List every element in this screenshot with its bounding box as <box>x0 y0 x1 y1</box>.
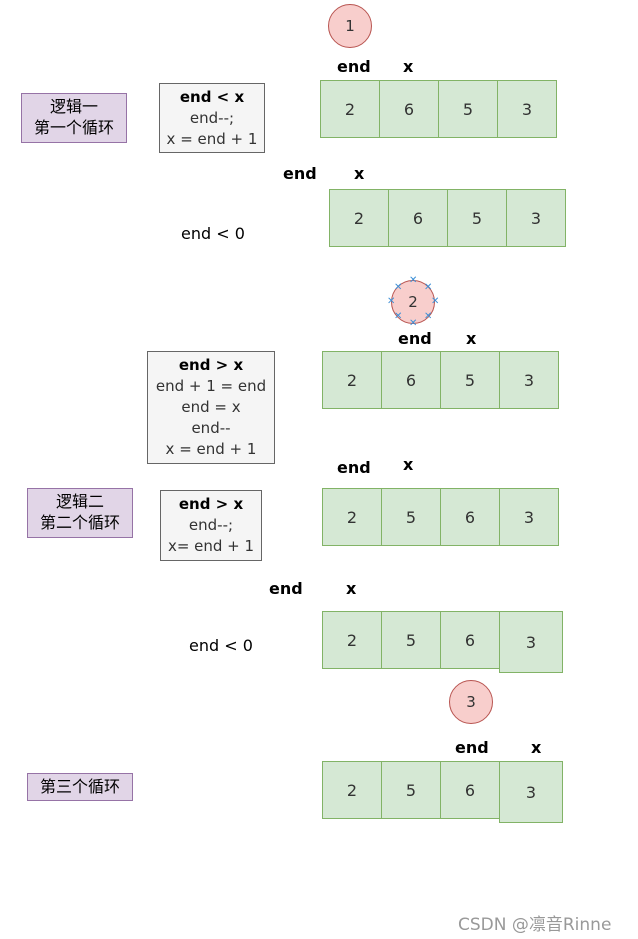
array-row: 2 6 5 3 <box>322 351 559 409</box>
array-row: 2 6 5 3 <box>320 80 557 138</box>
logic-label-line: 第二个循环 <box>39 513 120 532</box>
x-pointer-label: x <box>531 738 542 757</box>
step-3-circle: 3 <box>449 680 493 724</box>
selection-handle-icon: ✕ <box>409 275 418 286</box>
end-pointer-label: end <box>337 57 371 76</box>
selection-handle-icon: ✕ <box>387 296 396 307</box>
array-row: 2 5 6 3 <box>322 611 563 673</box>
condition-line: end-- <box>191 419 231 437</box>
logic-one-label: 逻辑一 第一个循环 <box>21 93 127 143</box>
condition-line: end + 1 = end <box>155 377 267 395</box>
condition-line: end--; <box>188 516 234 534</box>
x-pointer-label: x <box>354 164 365 183</box>
array-cell: 5 <box>440 351 500 409</box>
array-cell: 6 <box>381 351 441 409</box>
step-1-circle: 1 <box>328 4 372 48</box>
array-row: 2 6 5 3 <box>329 189 566 247</box>
end-pointer-label: end <box>269 579 303 598</box>
selection-handle-icon: ✕ <box>394 282 403 293</box>
array-cell: 5 <box>381 488 441 546</box>
logic-label-line: 逻辑二 <box>55 492 104 512</box>
logic-label-line: 第一个循环 <box>33 118 114 137</box>
array-cell: 5 <box>438 80 498 138</box>
array-cell: 2 <box>322 761 382 819</box>
array-cell: 5 <box>381 761 441 819</box>
step-2-number: 2 <box>408 293 418 311</box>
array-cell: 6 <box>440 488 500 546</box>
selection-handle-icon: ✕ <box>424 282 433 293</box>
selection-handle-icon: ✕ <box>394 311 403 322</box>
logic-two-label: 逻辑二 第二个循环 <box>27 488 133 538</box>
array-cell: 6 <box>388 189 448 247</box>
logic-label-line: 逻辑一 <box>49 97 98 117</box>
array-cell: 2 <box>322 611 382 669</box>
x-pointer-label: x <box>403 455 414 474</box>
array-cell: 6 <box>379 80 439 138</box>
end-pointer-label: end <box>283 164 317 183</box>
end-pointer-label: end <box>455 738 489 757</box>
array-cell: 2 <box>322 351 382 409</box>
condition-head: end < x <box>179 87 245 106</box>
array-cell: 3 <box>499 611 563 673</box>
condition-box: end > x end + 1 = end end = x end-- x = … <box>147 351 275 464</box>
condition-box: end > x end--; x= end + 1 <box>160 490 262 561</box>
condition-line: x = end + 1 <box>166 129 258 148</box>
condition-head: end > x <box>178 356 244 374</box>
watermark: CSDN @凛音Rinne <box>458 915 612 935</box>
step-2-circle: 2 <box>391 280 435 324</box>
selection-handle-icon: ✕ <box>424 311 433 322</box>
array-cell: 3 <box>499 488 559 546</box>
array-cell: 3 <box>499 351 559 409</box>
selection-handle-icon: ✕ <box>409 318 418 329</box>
condition-line: x= end + 1 <box>167 537 255 555</box>
logic-label-line: 第三个循环 <box>39 776 120 796</box>
array-cell: 3 <box>506 189 566 247</box>
array-cell: 2 <box>329 189 389 247</box>
array-cell: 5 <box>381 611 441 669</box>
step-1-number: 1 <box>345 17 355 35</box>
condition-box: end < x end--; x = end + 1 <box>159 83 265 153</box>
end-pointer-label: end <box>398 329 432 348</box>
array-cell: 5 <box>447 189 507 247</box>
condition-line: x = end + 1 <box>165 440 257 458</box>
x-pointer-label: x <box>403 57 414 76</box>
step-3-number: 3 <box>466 693 476 711</box>
array-cell: 2 <box>322 488 382 546</box>
x-pointer-label: x <box>346 579 357 598</box>
third-loop-label: 第三个循环 <box>27 773 133 801</box>
condition-line: end--; <box>189 108 235 127</box>
selection-handle-icon: ✕ <box>431 296 440 307</box>
array-cell: 2 <box>320 80 380 138</box>
x-pointer-label: x <box>466 329 477 348</box>
array-row: 2 5 6 3 <box>322 761 563 823</box>
array-cell: 6 <box>440 761 500 819</box>
array-cell: 3 <box>497 80 557 138</box>
array-cell: 6 <box>440 611 500 669</box>
end-less-than-zero-label: end < 0 <box>181 224 245 243</box>
end-less-than-zero-label: end < 0 <box>189 636 253 655</box>
condition-line: end = x <box>181 398 241 416</box>
array-cell: 3 <box>499 761 563 823</box>
array-row: 2 5 6 3 <box>322 488 559 546</box>
condition-head: end > x <box>178 495 244 513</box>
end-pointer-label: end <box>337 458 371 477</box>
